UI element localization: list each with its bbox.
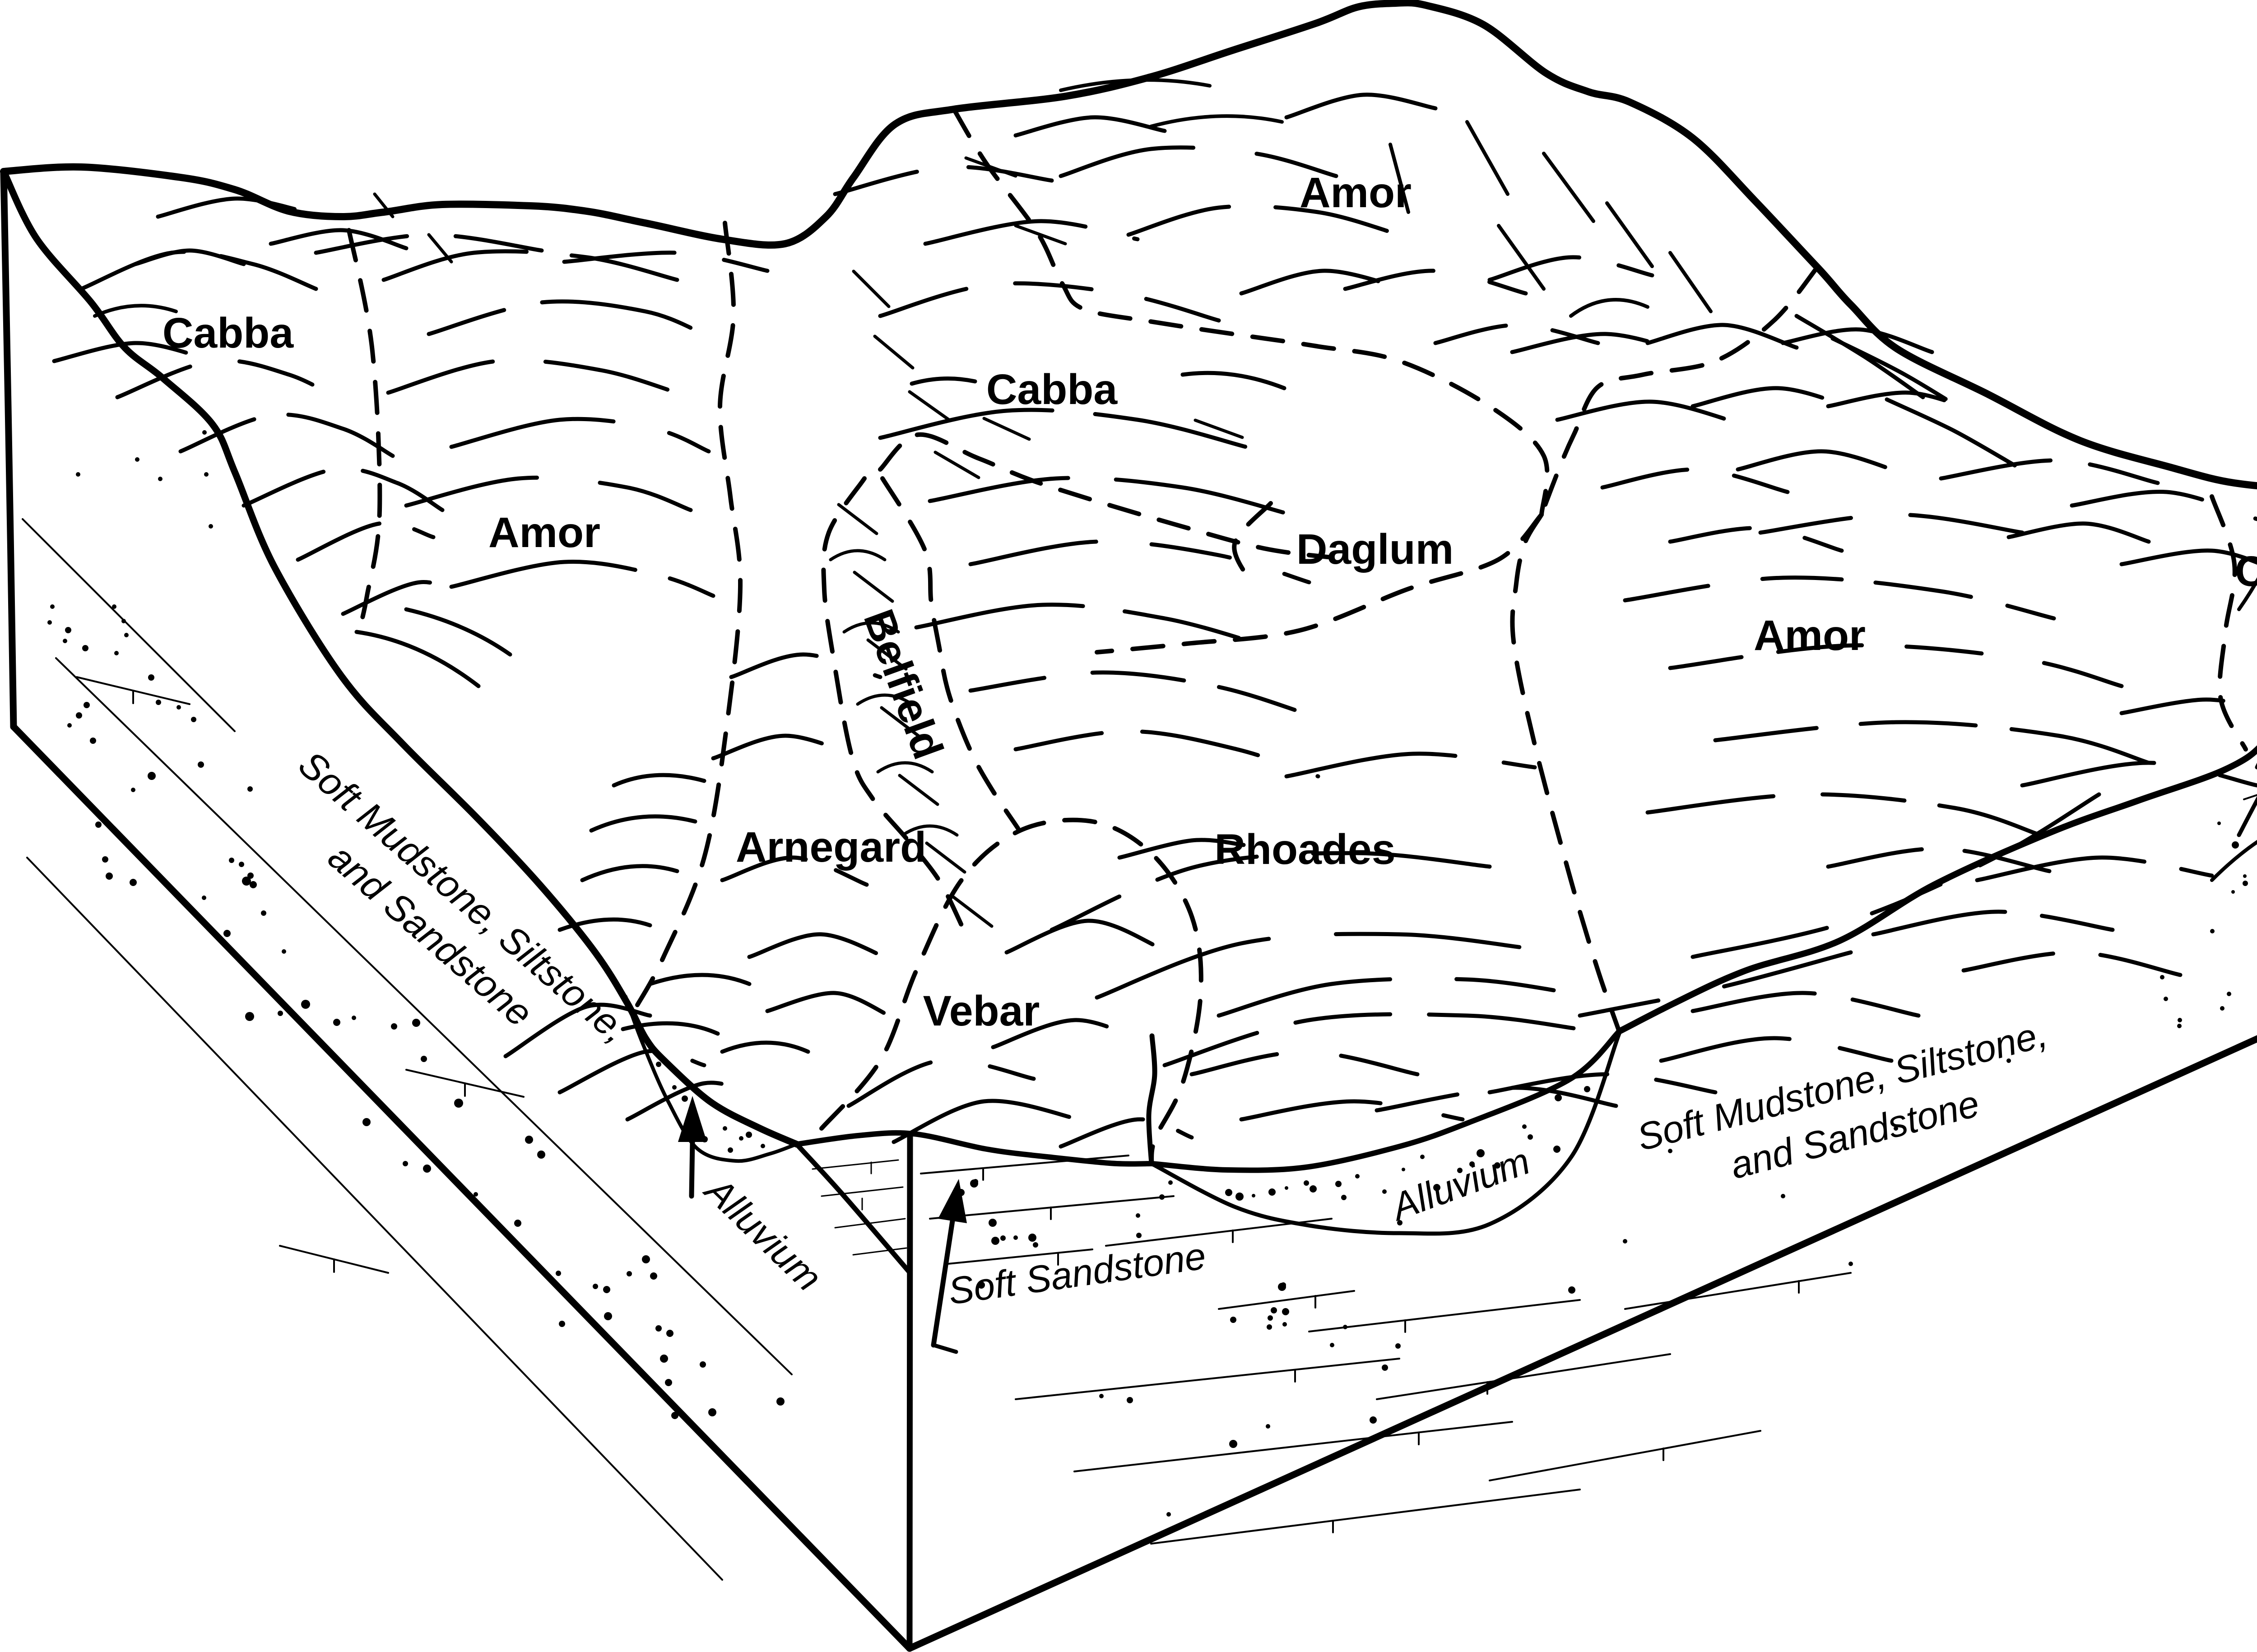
svg-text:Daglum: Daglum [1296, 525, 1454, 573]
svg-text:Amor: Amor [1300, 169, 1412, 217]
svg-text:Cabba: Cabba [2235, 548, 2257, 595]
svg-text:Amor: Amor [1754, 612, 1866, 659]
svg-text:Arnegard: Arnegard [736, 823, 926, 871]
svg-text:Cabba: Cabba [986, 366, 1118, 413]
svg-text:Amor: Amor [488, 509, 600, 557]
svg-text:Vebar: Vebar [923, 987, 1040, 1035]
svg-text:Cabba: Cabba [163, 309, 294, 357]
svg-text:Rhoades: Rhoades [1214, 826, 1395, 873]
